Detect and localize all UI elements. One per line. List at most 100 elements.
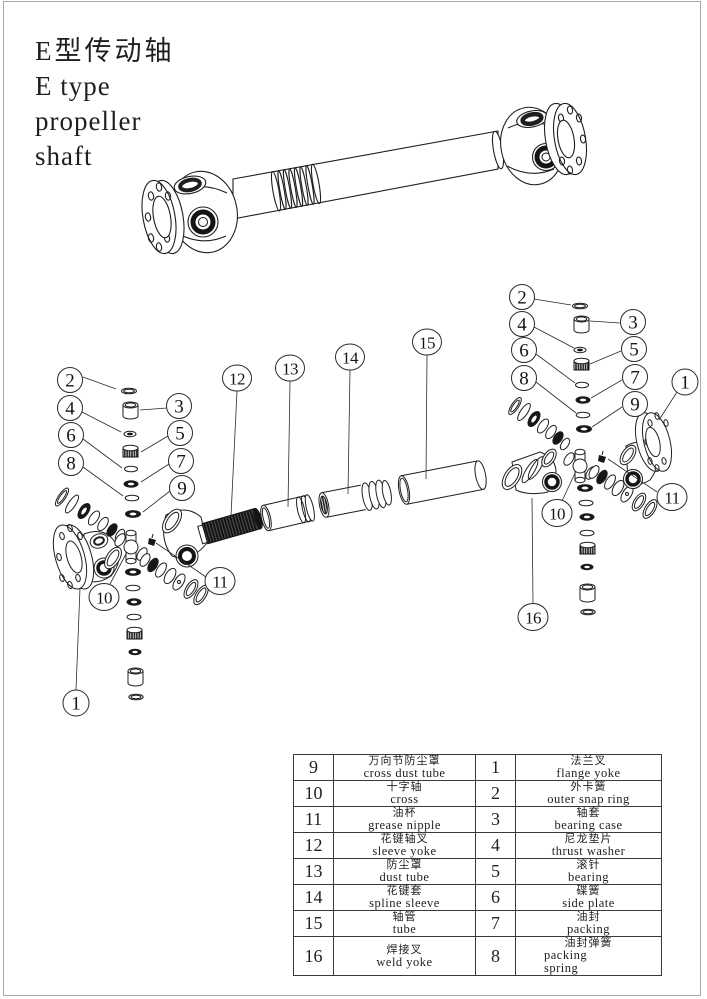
callout-right-7: 7 xyxy=(622,364,648,390)
title-english-1: E type xyxy=(35,71,111,101)
svg-text:3: 3 xyxy=(628,313,638,334)
right-grease-nipple xyxy=(598,450,606,463)
svg-text:9: 9 xyxy=(630,395,640,416)
callout-left-8: 8 xyxy=(58,450,84,476)
callouts: 2 4 6 8 3 5 7 9 12 10 11 1 13 14 15 2 4 … xyxy=(57,284,699,717)
needle-bearing xyxy=(122,444,139,458)
spline-sleeve-part xyxy=(318,479,392,518)
snap-ring xyxy=(121,387,137,395)
right-upper-parts-column xyxy=(572,302,592,433)
svg-text:11: 11 xyxy=(664,489,679,508)
title-english-2: propeller xyxy=(35,106,142,136)
snap-ring xyxy=(128,693,144,701)
callout-left-6: 6 xyxy=(58,422,84,448)
callout-left-2: 2 xyxy=(57,367,83,393)
seal-ring xyxy=(578,499,594,507)
thrust-washer xyxy=(573,346,587,354)
tube-part xyxy=(397,460,487,505)
callout-middle-15: 15 xyxy=(412,328,442,356)
svg-text:10: 10 xyxy=(549,505,565,524)
callout-right-16: 16 xyxy=(517,603,549,631)
svg-text:10: 10 xyxy=(96,589,112,608)
left-sleeve-yoke-splined-shaft xyxy=(161,507,263,568)
shaft-tube xyxy=(232,130,505,220)
svg-text:6: 6 xyxy=(519,341,529,362)
packing-spring-ring xyxy=(124,494,140,502)
title-english-3: shaft xyxy=(35,141,93,171)
callout-left-1: 1 xyxy=(62,689,90,717)
svg-text:1: 1 xyxy=(680,373,690,394)
packing-ring xyxy=(579,513,595,521)
callout-left-12: 12 xyxy=(222,364,252,392)
packing-spring-ring xyxy=(575,411,591,419)
part-number: 2 xyxy=(475,780,516,807)
left-lower-ring-chain xyxy=(139,553,209,606)
part-number: 15 xyxy=(293,910,334,937)
callout-left-7: 7 xyxy=(168,448,194,474)
title-block: E型传动轴 E type propeller shaft xyxy=(35,34,175,174)
svg-text:12: 12 xyxy=(229,370,245,389)
part-number: 4 xyxy=(475,832,516,859)
right-exploded-view xyxy=(501,302,673,616)
svg-text:1: 1 xyxy=(71,694,81,715)
callout-left-11: 11 xyxy=(204,567,236,595)
svg-text:13: 13 xyxy=(282,360,298,379)
snap-ring xyxy=(580,608,596,616)
svg-text:3: 3 xyxy=(174,397,184,418)
svg-text:7: 7 xyxy=(176,452,186,473)
side-plate-ring xyxy=(575,381,589,389)
svg-text:15: 15 xyxy=(419,334,435,353)
assembled-shaft-drawing xyxy=(141,102,588,255)
thrust-washer xyxy=(580,563,594,571)
callout-right-5: 5 xyxy=(621,336,647,362)
svg-text:14: 14 xyxy=(342,349,359,368)
dust-ring xyxy=(125,568,141,576)
callout-right-1: 1 xyxy=(671,368,699,396)
svg-text:8: 8 xyxy=(66,454,76,475)
callout-right-11: 11 xyxy=(656,483,688,511)
dust-ring xyxy=(125,510,141,518)
weld-yoke xyxy=(501,448,562,495)
callout-middle-14: 14 xyxy=(335,343,365,371)
right-cross-spider xyxy=(563,448,597,484)
callout-right-3: 3 xyxy=(620,309,646,335)
part-number: 6 xyxy=(475,884,516,911)
dust-ring xyxy=(577,484,593,492)
side-plate-ring xyxy=(126,613,142,621)
needle-bearing xyxy=(579,541,596,555)
side-plate-ring xyxy=(124,465,138,473)
callout-left-10: 10 xyxy=(88,583,120,611)
callout-middle-13: 13 xyxy=(275,354,305,382)
part-number: 13 xyxy=(293,858,334,885)
svg-text:6: 6 xyxy=(66,426,76,447)
bearing-case-cup xyxy=(127,667,144,687)
part-number: 10 xyxy=(293,780,334,807)
callout-right-6: 6 xyxy=(511,337,537,363)
left-grease-nipple xyxy=(148,533,156,546)
packing-ring xyxy=(575,396,591,404)
packing-ring xyxy=(126,598,142,606)
packing-ring xyxy=(123,480,139,488)
callout-right-4: 4 xyxy=(509,311,535,337)
svg-text:4: 4 xyxy=(517,315,527,336)
left-exploded-view xyxy=(52,387,263,701)
